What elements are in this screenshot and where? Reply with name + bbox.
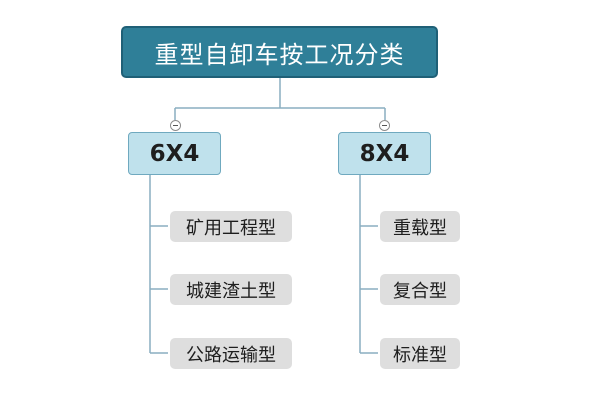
- leaf-label: 复合型: [393, 280, 447, 302]
- leaf-node-mining[interactable]: 矿用工程型: [170, 211, 292, 242]
- collapse-minus-icon[interactable]: [170, 120, 181, 131]
- leaf-node-composite[interactable]: 复合型: [380, 274, 460, 305]
- leaf-node-heavy-duty[interactable]: 重载型: [380, 211, 460, 242]
- leaf-label: 重载型: [393, 217, 447, 239]
- category-node-8x4[interactable]: 8X4: [338, 132, 431, 175]
- collapse-minus-icon[interactable]: [379, 120, 390, 131]
- connector-root: [174, 78, 386, 120]
- category-node-6x4[interactable]: 6X4: [128, 132, 221, 175]
- connector-left: [149, 175, 168, 354]
- root-node[interactable]: 重型自卸车按工况分类: [121, 26, 438, 78]
- leaf-label: 矿用工程型: [186, 217, 276, 239]
- leaf-node-highway[interactable]: 公路运输型: [170, 338, 292, 369]
- category-label: 6X4: [149, 140, 200, 167]
- leaf-label: 标准型: [393, 344, 447, 366]
- leaf-label: 公路运输型: [186, 344, 276, 366]
- category-label: 8X4: [359, 140, 410, 167]
- leaf-node-standard[interactable]: 标准型: [380, 338, 460, 369]
- connector-right: [359, 175, 378, 354]
- root-node-label: 重型自卸车按工况分类: [154, 40, 405, 69]
- leaf-node-urban-muck[interactable]: 城建渣土型: [170, 274, 292, 305]
- leaf-label: 城建渣土型: [186, 280, 276, 302]
